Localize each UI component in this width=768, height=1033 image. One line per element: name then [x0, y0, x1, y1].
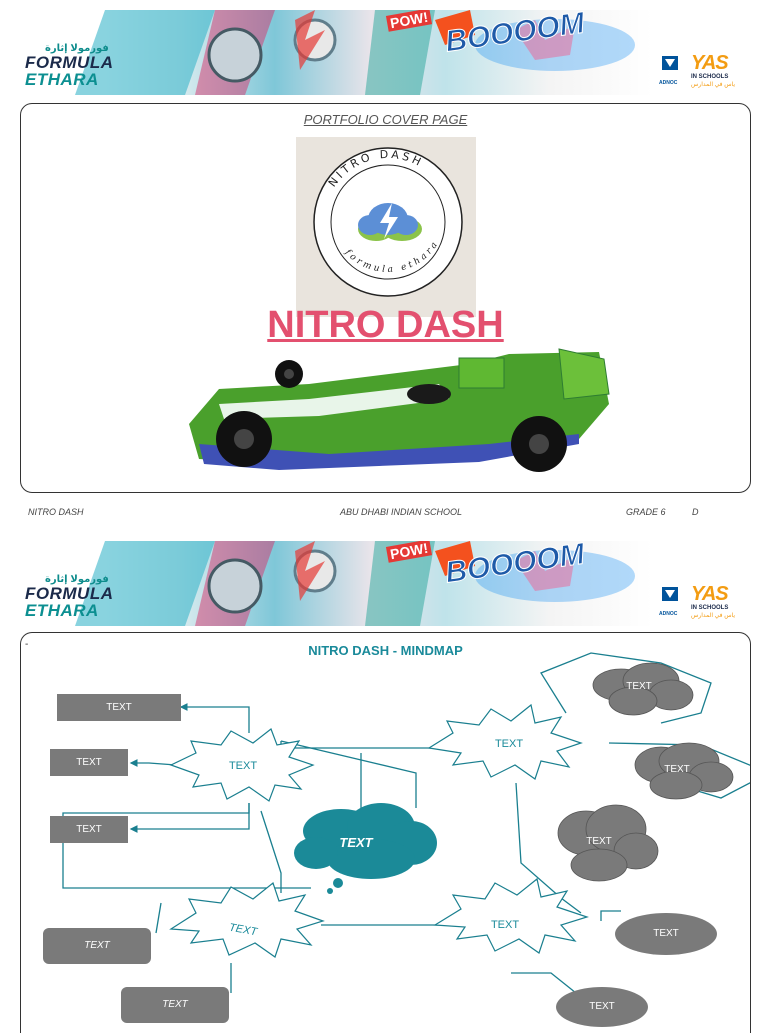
cloud-node-1: [592, 662, 694, 716]
logo-arabic-text: فورمولا إثارة: [45, 43, 109, 54]
connector-lines: [62, 652, 750, 994]
cloud-node-3: [557, 804, 659, 882]
header-banner-top: POW! BOOOOM فورمولا إثارة FORMULA ETHARA…: [15, 10, 757, 95]
cloud-label-2: TEXT: [664, 764, 690, 775]
mindmap-shapes: [62, 652, 750, 994]
cloud-label-3: TEXT: [586, 836, 612, 847]
adnoc-logo-icon: [662, 587, 678, 601]
cover-page-panel: PORTFOLIO COVER PAGE NITRO DASH formula …: [20, 103, 751, 493]
formula-ethara-logo: فورمولا إثارة FORMULA ETHARA: [25, 43, 114, 89]
mindmap-dash-mark: -: [25, 639, 29, 650]
cover-page-title: PORTFOLIO COVER PAGE: [303, 112, 468, 127]
formula-ethara-logo: فورمولا إثارة FORMULA ETHARA: [25, 574, 114, 620]
starburst-node-4: [433, 877, 589, 954]
mindmap-rect-node-5: TEXT: [121, 987, 229, 1023]
logo-ethara-text: ETHARA: [25, 601, 99, 620]
mindmap-rect-node-3: TEXT: [50, 816, 128, 843]
cloud-label-1: TEXT: [626, 681, 652, 692]
banner-artwork: [75, 10, 635, 95]
mindmap-rect-node-2: TEXT: [50, 749, 128, 776]
adnoc-logo-icon: [662, 56, 678, 70]
logo-ethara-text: ETHARA: [25, 70, 99, 89]
mindmap-oval-node-2: TEXT: [556, 987, 648, 1027]
mindmap-panel: - NITRO DASH - MINDMAP: [20, 632, 751, 1033]
mindmap-title: NITRO DASH - MINDMAP: [308, 643, 463, 658]
center-cloud-label: TEXT: [339, 835, 373, 850]
center-cloud-node: [294, 803, 437, 894]
adnoc-label: ADNOC: [659, 611, 678, 617]
logo-formula-text: FORMULA: [25, 53, 114, 72]
yas-logo-text: YAS: [691, 52, 729, 74]
mindmap-rect-node-4: TEXT: [43, 928, 151, 964]
starburst-label-1: TEXT: [228, 760, 258, 772]
starburst-node-1: [169, 728, 315, 802]
starburst-label-4: TEXT: [490, 919, 520, 931]
header-banner-bottom: POW! BOOOOM فورمولا إثارة FORMULA ETHARA…: [15, 541, 757, 626]
yas-arabic-text: ياس في المدارس: [691, 613, 736, 619]
footer-school-name: ABU DHABI INDIAN SCHOOL: [340, 507, 463, 517]
starburst-node-2: [427, 703, 583, 780]
yas-arabic-text: ياس في المدارس: [691, 82, 736, 88]
banner-artwork: [75, 541, 635, 626]
yas-logo-text: YAS: [691, 583, 729, 605]
mindmap-oval-node-1: TEXT: [615, 913, 717, 955]
yas-subtitle: IN SCHOOLS: [691, 74, 729, 80]
logo-formula-text: FORMULA: [25, 584, 114, 603]
team-name-heading: NITRO DASH: [267, 304, 504, 346]
yas-subtitle: IN SCHOOLS: [691, 605, 729, 611]
mindmap-rect-node-1: TEXT: [57, 694, 181, 721]
cloud-node-2: [634, 742, 734, 800]
starburst-node-3: [169, 881, 325, 958]
logo-arabic-text: فورمولا إثارة: [45, 574, 109, 585]
footer-grade: GRADE 6: [626, 507, 666, 517]
starburst-label-2: TEXT: [494, 738, 524, 750]
cloud-lightning-icon: [358, 203, 422, 241]
adnoc-label: ADNOC: [659, 80, 678, 86]
sponsor-logos: ADNOC YAS IN SCHOOLS ياس في المدارس: [659, 581, 755, 623]
sponsor-logos: ADNOC YAS IN SCHOOLS ياس في المدارس: [659, 50, 755, 92]
footer-team-name: NITRO DASH: [28, 507, 84, 517]
race-car-image: [189, 348, 610, 472]
team-logo-emblem: NITRO DASH formula ethara: [296, 137, 476, 317]
footer-section: D: [692, 507, 699, 517]
